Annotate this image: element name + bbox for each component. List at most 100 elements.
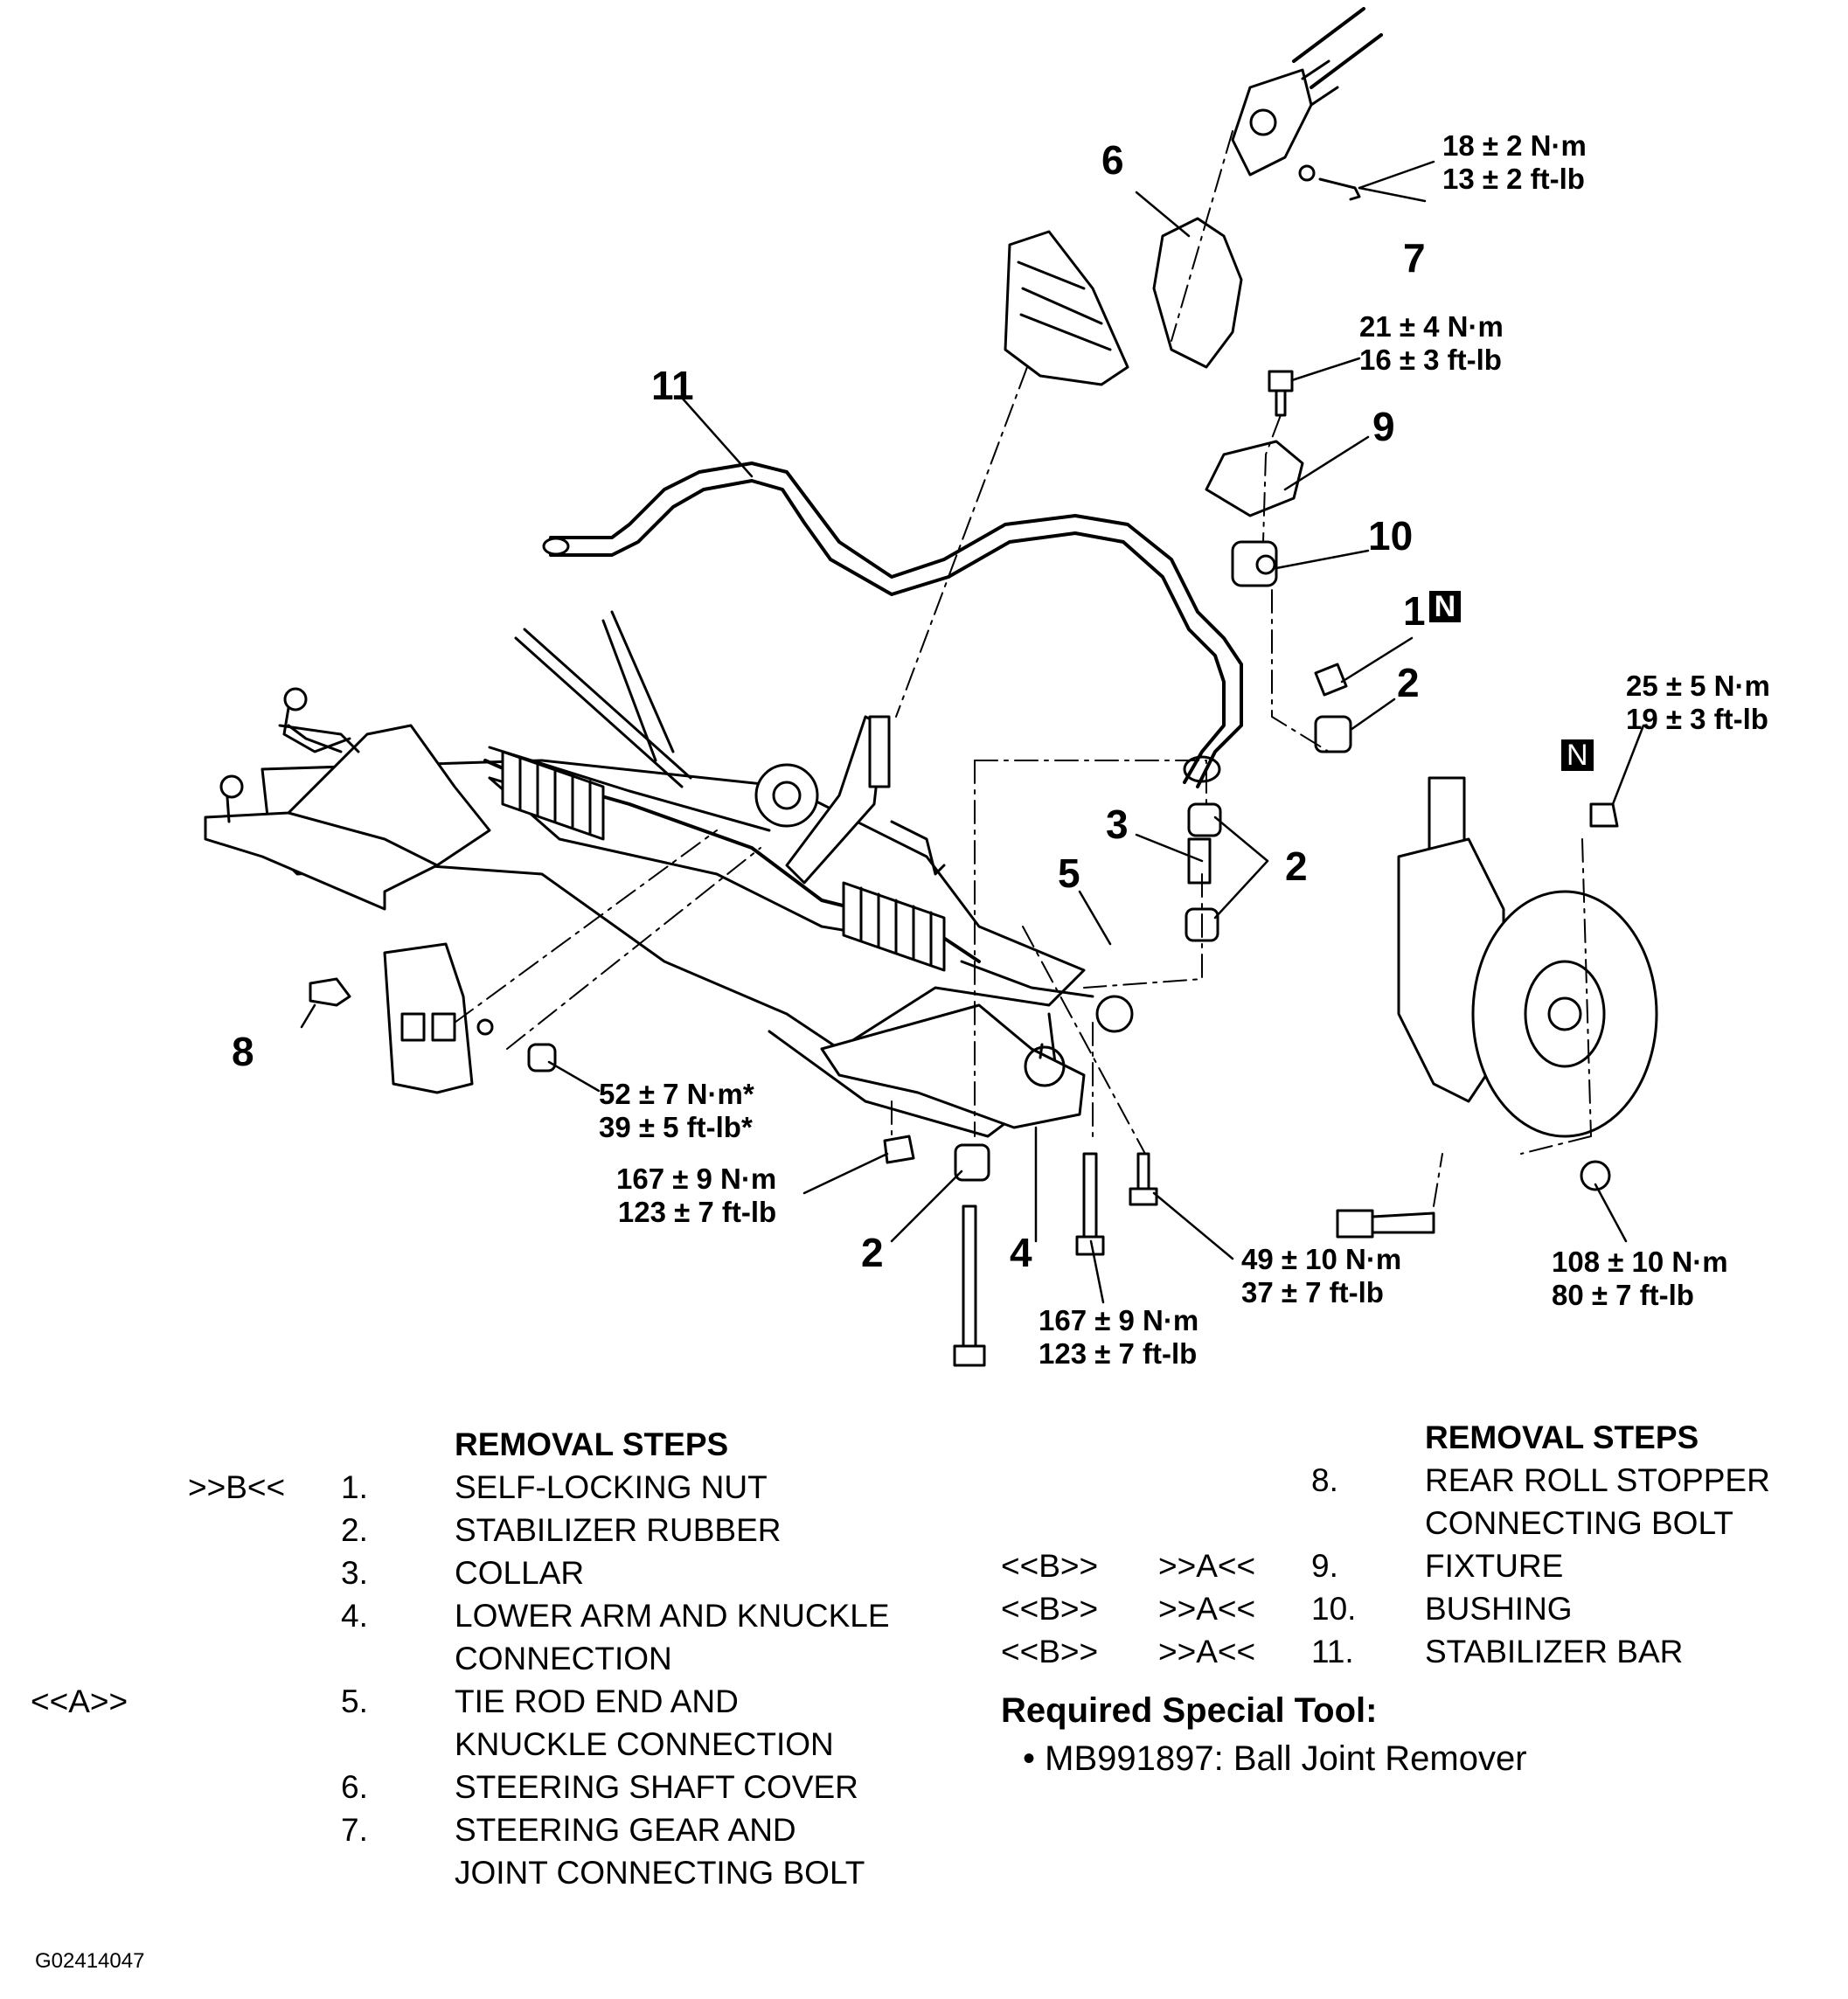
step-row: <<B>>>>A<<11.STABILIZER BAR [1001,1630,1831,1673]
knuckle-assembly [1397,776,1658,1138]
nut-167-left [883,1135,915,1164]
torque-imperial: 37 ± 7 ft-lb [1241,1276,1384,1308]
step-text: FIXTURE [1425,1548,1564,1584]
step-mark-b: >>A<< [1158,1591,1256,1627]
step-row: >>B<< 1. SELF-LOCKING NUT [31,1466,957,1509]
steering-shaft-cover [1004,230,1129,386]
step-row: <<B>> >>A<< 9. FIXTURE [1001,1544,1831,1587]
step-row: 8. REAR ROLL STOPPER [1001,1459,1831,1502]
torque-spec-knuckle-bolt: 108 ± 10 N·m 80 ± 7 ft-lb [1552,1246,1728,1312]
step-number: 2. [341,1512,368,1548]
leader-lines [300,160,1645,1304]
step-text: REAR ROLL STOPPER [1425,1462,1770,1498]
step-mark-b: >>A<< [1158,1634,1256,1669]
torque-spec-fixture-bolt: 21 ± 4 N·m 16 ± 3 ft-lb [1359,310,1504,377]
removal-steps-heading: REMOVAL STEPS [455,1426,729,1462]
torque-spec-crossmember-bolt: 167 ± 9 N·m 123 ± 7 ft-lb [1039,1304,1198,1371]
step-mark-a: <<B>> [1001,1548,1099,1584]
callout-2-mid: 2 [1285,843,1308,889]
step-text: CONNECTING BOLT [1425,1505,1733,1541]
step-mark-a: <<B>> [1001,1591,1099,1627]
nut-108 [1580,1160,1611,1191]
special-tool-item: • MB991897: Ball Joint Remover [1023,1739,1527,1779]
bolt-167-right [1075,1152,1105,1256]
torque-metric: 25 ± 5 N·m [1626,670,1770,702]
removal-steps-right: REMOVAL STEPS 8. REAR ROLL STOPPER CONNEC… [1001,1416,1831,1673]
callout-11: 11 [651,363,694,408]
bushing [1231,540,1278,587]
step-number: 10. [1311,1591,1357,1627]
callout-8: 8 [232,1029,254,1074]
torque-imperial: 123 ± 7 ft-lb [1039,1337,1198,1370]
torque-imperial: 16 ± 3 ft-lb [1359,344,1502,376]
steering-joint [1231,59,1339,177]
step-text: SELF-LOCKING NUT [455,1469,768,1505]
step-text: COLLAR [455,1555,585,1591]
torque-metric: 21 ± 4 N·m [1359,310,1504,343]
torque-spec-roll-stopper: 52 ± 7 N·m* 39 ± 5 ft-lb* [599,1078,754,1144]
rear-roll-stopper [383,942,494,1094]
step-number: 8. [1311,1462,1338,1498]
step-row: 2.STABILIZER RUBBER [31,1509,957,1551]
torque-metric: 167 ± 9 N·m [1039,1304,1199,1336]
knuckle-nut [1589,802,1619,828]
callout-9: 9 [1372,404,1395,449]
step-number: 7. [341,1812,368,1848]
torque-metric: 49 ± 10 N·m [1241,1243,1402,1275]
exploded-view-diagram [204,7,1658,1367]
step-text: LOWER ARM AND KNUCKLE [455,1598,890,1634]
long-bolt [953,1204,986,1367]
new-part-tag-nut: N [1561,739,1594,771]
right-lower-arm [820,1003,1086,1129]
step-number: 3. [341,1555,368,1591]
stabilizer-rubber-bottom [954,1143,990,1182]
self-locking-nut [1314,663,1348,697]
removal-steps-left: REMOVAL STEPS >>B<< 1. SELF-LOCKING NUT 2.… [31,1423,957,1894]
step-row: 6.STEERING SHAFT COVER [31,1766,957,1808]
boot-left [501,750,605,841]
callout-2-upper: 2 [1397,660,1420,705]
torque-spec-lower-arm-bolt: 49 ± 10 N·m 37 ± 7 ft-lb [1241,1243,1401,1309]
removal-steps-heading: REMOVAL STEPS [1425,1419,1699,1455]
boot-right [842,881,946,972]
step-text: JOINT CONNECTING BOLT [455,1855,865,1891]
step-mark-a: <<A>> [31,1683,129,1719]
step-mark-b: >>B<< [188,1469,286,1505]
steering-gear [287,715,981,972]
step-text: STEERING GEAR AND [455,1812,796,1848]
torque-metric: 52 ± 7 N·m* [599,1078,754,1110]
bullet-icon: • [1023,1739,1036,1778]
step-text: CONNECTION [455,1641,672,1676]
step-row: 3. COLLAR [31,1551,957,1594]
step-mark-b: >>A<< [1158,1548,1256,1584]
callout-10: 10 [1368,513,1414,559]
step-number: 9. [1311,1548,1338,1584]
callout-5: 5 [1058,850,1080,896]
torque-bolt-21 [1268,370,1294,417]
torque-imperial: 19 ± 3 ft-lb [1626,703,1768,735]
callout-2-lower: 2 [861,1230,884,1275]
torque-spec-knuckle-nut: 25 ± 5 N·m 19 ± 3 ft-lb [1626,670,1770,736]
tie-rods [278,687,1134,1033]
special-tool-title: Required Special Tool: [1001,1691,1378,1730]
step-text: TIE ROD END AND [455,1683,739,1719]
fixture [1205,440,1304,517]
step-text: KNUCKLE CONNECTION [455,1726,834,1762]
torque-metric: 18 ± 2 N·m [1442,129,1587,162]
left-lower-arm [204,724,491,911]
callout-3: 3 [1106,802,1129,847]
nut-52 [527,1043,557,1072]
step-text: BUSHING [1425,1591,1573,1627]
step-row: KNUCKLE CONNECTION [31,1723,957,1766]
step-text: STABILIZER BAR [1425,1634,1684,1669]
step-number: 1. [341,1469,368,1505]
step-row: <<B>> >>A<< 10. BUSHING [1001,1587,1831,1630]
step-number: 11. [1311,1634,1354,1669]
callout-6: 6 [1101,137,1124,183]
stabilizer-rubber-mid [1187,802,1222,837]
new-part-tag: N [1428,591,1462,622]
alignment-lines [454,130,1592,1207]
bolt-18 [1298,164,1361,201]
step-row: CONNECTION [31,1637,957,1680]
torque-metric: 108 ± 10 N·m [1552,1246,1728,1278]
